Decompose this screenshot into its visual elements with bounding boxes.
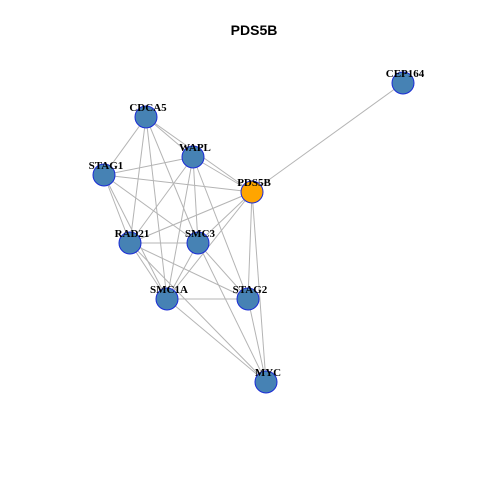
node-label-smc3: SMC3 <box>185 228 215 240</box>
node-rad21: RAD21 <box>115 228 150 255</box>
node-smc3: SMC3 <box>185 228 215 255</box>
node-label-rad21: RAD21 <box>115 228 150 240</box>
node-pds5b: PDS5B <box>237 177 271 204</box>
node-myc: MYC <box>254 367 281 394</box>
edge-wapl-stag2 <box>192 156 249 300</box>
edge-stag2-myc <box>247 298 267 383</box>
edge-cdca5-stag1 <box>103 116 147 176</box>
edge-pds5b-stag2 <box>247 191 253 300</box>
node-circle-rad21 <box>118 231 142 255</box>
node-label-pds5b: PDS5B <box>237 177 271 189</box>
graph-title: PDS5B <box>231 22 278 38</box>
node-label-myc: MYC <box>255 367 281 379</box>
edge-wapl-rad21 <box>129 156 194 244</box>
node-cep164: CEP164 <box>386 68 425 95</box>
node-label-stag1: STAG1 <box>89 160 124 172</box>
edge-cdca5-rad21 <box>129 116 147 244</box>
node-circle-stag1 <box>92 163 116 187</box>
node-circle-myc <box>254 370 278 394</box>
edge-smc3-myc <box>197 242 267 383</box>
node-stag2: STAG2 <box>233 284 268 311</box>
edge-cdca5-smc1a <box>145 116 168 300</box>
node-label-wapl: WAPL <box>179 142 211 154</box>
node-circle-smc3 <box>186 231 210 255</box>
node-cdca5: CDCA5 <box>129 102 167 129</box>
edge-stag1-smc3 <box>103 174 199 244</box>
node-wapl: WAPL <box>179 142 211 169</box>
node-smc1a: SMC1A <box>150 284 188 311</box>
node-label-stag2: STAG2 <box>233 284 268 296</box>
edge-stag1-pds5b <box>103 174 253 193</box>
edge-wapl-stag1 <box>103 156 194 176</box>
node-circle-stag2 <box>236 287 260 311</box>
node-circle-cep164 <box>391 71 415 95</box>
edge-smc1a-myc <box>166 298 267 383</box>
node-label-smc1a: SMC1A <box>150 284 188 296</box>
edge-pds5b-rad21 <box>129 191 253 244</box>
node-label-cep164: CEP164 <box>386 68 425 80</box>
node-circle-pds5b <box>240 180 264 204</box>
node-circle-cdca5 <box>134 105 158 129</box>
node-stag1: STAG1 <box>89 160 124 187</box>
edge-pds5b-smc3 <box>197 191 253 244</box>
edge-cep164-pds5b <box>251 82 404 193</box>
edge-rad21-stag2 <box>129 242 249 300</box>
edge-cdca5-smc3 <box>145 116 199 244</box>
node-circle-wapl <box>181 145 205 169</box>
edge-pds5b-smc1a <box>166 191 253 300</box>
edge-wapl-smc3 <box>192 156 199 244</box>
edge-rad21-myc <box>129 242 267 383</box>
node-label-cdca5: CDCA5 <box>129 102 167 114</box>
edge-pds5b-myc <box>251 191 267 383</box>
edge-smc3-stag2 <box>197 242 249 300</box>
node-circle-smc1a <box>155 287 179 311</box>
edge-stag1-rad21 <box>103 174 131 244</box>
edge-wapl-smc1a <box>166 156 194 300</box>
